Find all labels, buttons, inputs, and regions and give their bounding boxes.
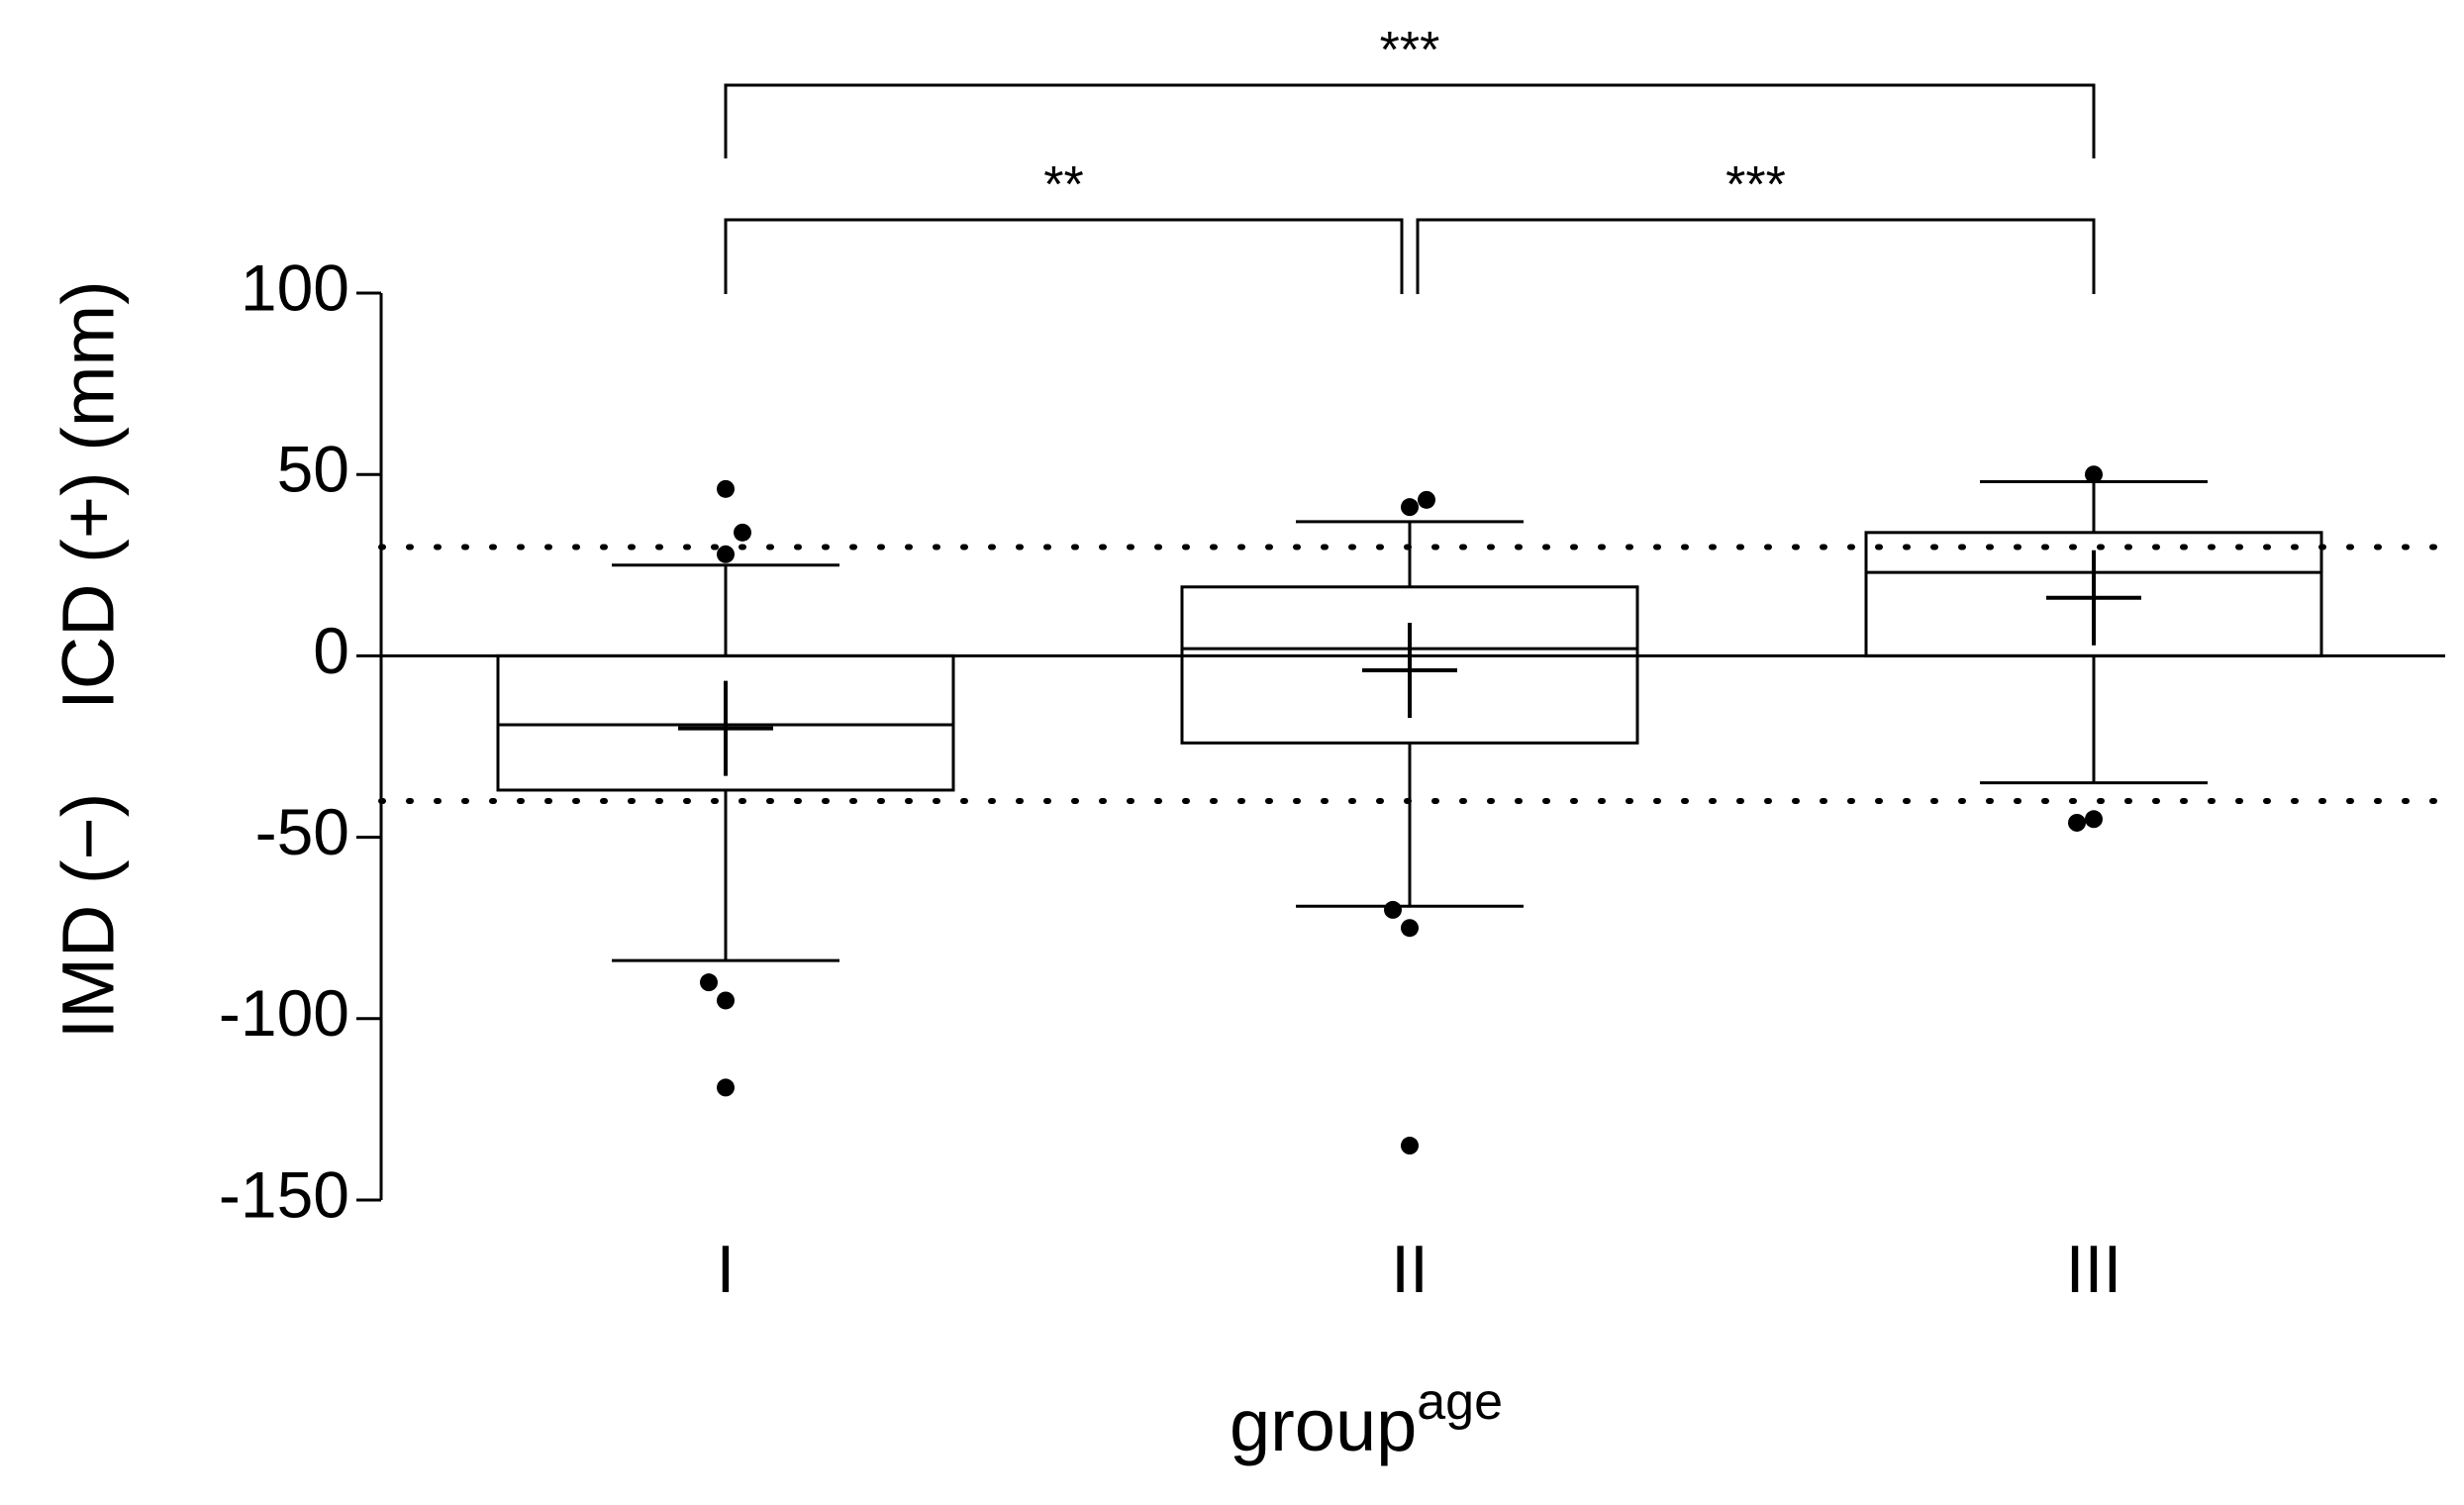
y-axis-label-upper: ICD (+) (mm) xyxy=(48,280,130,710)
outlier-point xyxy=(717,991,735,1010)
outlier-point xyxy=(717,1078,735,1097)
significance-label: *** xyxy=(1725,156,1786,214)
x-tick-label: III xyxy=(2066,1232,2122,1307)
y-tick-label: -150 xyxy=(219,1157,349,1231)
outlier-point xyxy=(700,973,718,992)
significance-label: *** xyxy=(1380,22,1440,79)
outlier-point xyxy=(2085,465,2103,484)
outlier-point xyxy=(1401,919,1419,938)
y-axis-label-lower: IMD (−) xyxy=(48,793,130,1040)
x-tick-label: I xyxy=(717,1232,736,1307)
outlier-point xyxy=(734,523,751,542)
outlier-point xyxy=(2068,813,2086,832)
y-tick-label: -100 xyxy=(219,976,349,1050)
outlier-point xyxy=(1401,1137,1419,1155)
y-tick-label: 50 xyxy=(277,433,349,506)
outlier-point xyxy=(1418,490,1435,509)
significance-bracket xyxy=(724,218,1404,294)
x-axis-label-superscript: age xyxy=(1417,1373,1503,1431)
significance-label: ** xyxy=(1043,156,1083,214)
outlier-point xyxy=(717,545,735,563)
outlier-point xyxy=(2085,810,2103,829)
outlier-point xyxy=(1384,900,1402,919)
y-tick-label: 100 xyxy=(241,251,349,324)
outlier-point xyxy=(1401,498,1419,517)
outlier-point xyxy=(717,479,735,498)
x-tick-label: II xyxy=(1391,1232,1429,1307)
y-tick-label: 0 xyxy=(313,614,349,687)
x-axis-label: groupage xyxy=(1230,1373,1503,1466)
y-tick-label: -50 xyxy=(255,795,349,868)
significance-bracket xyxy=(1416,218,2096,294)
significance-bracket xyxy=(724,83,2096,158)
